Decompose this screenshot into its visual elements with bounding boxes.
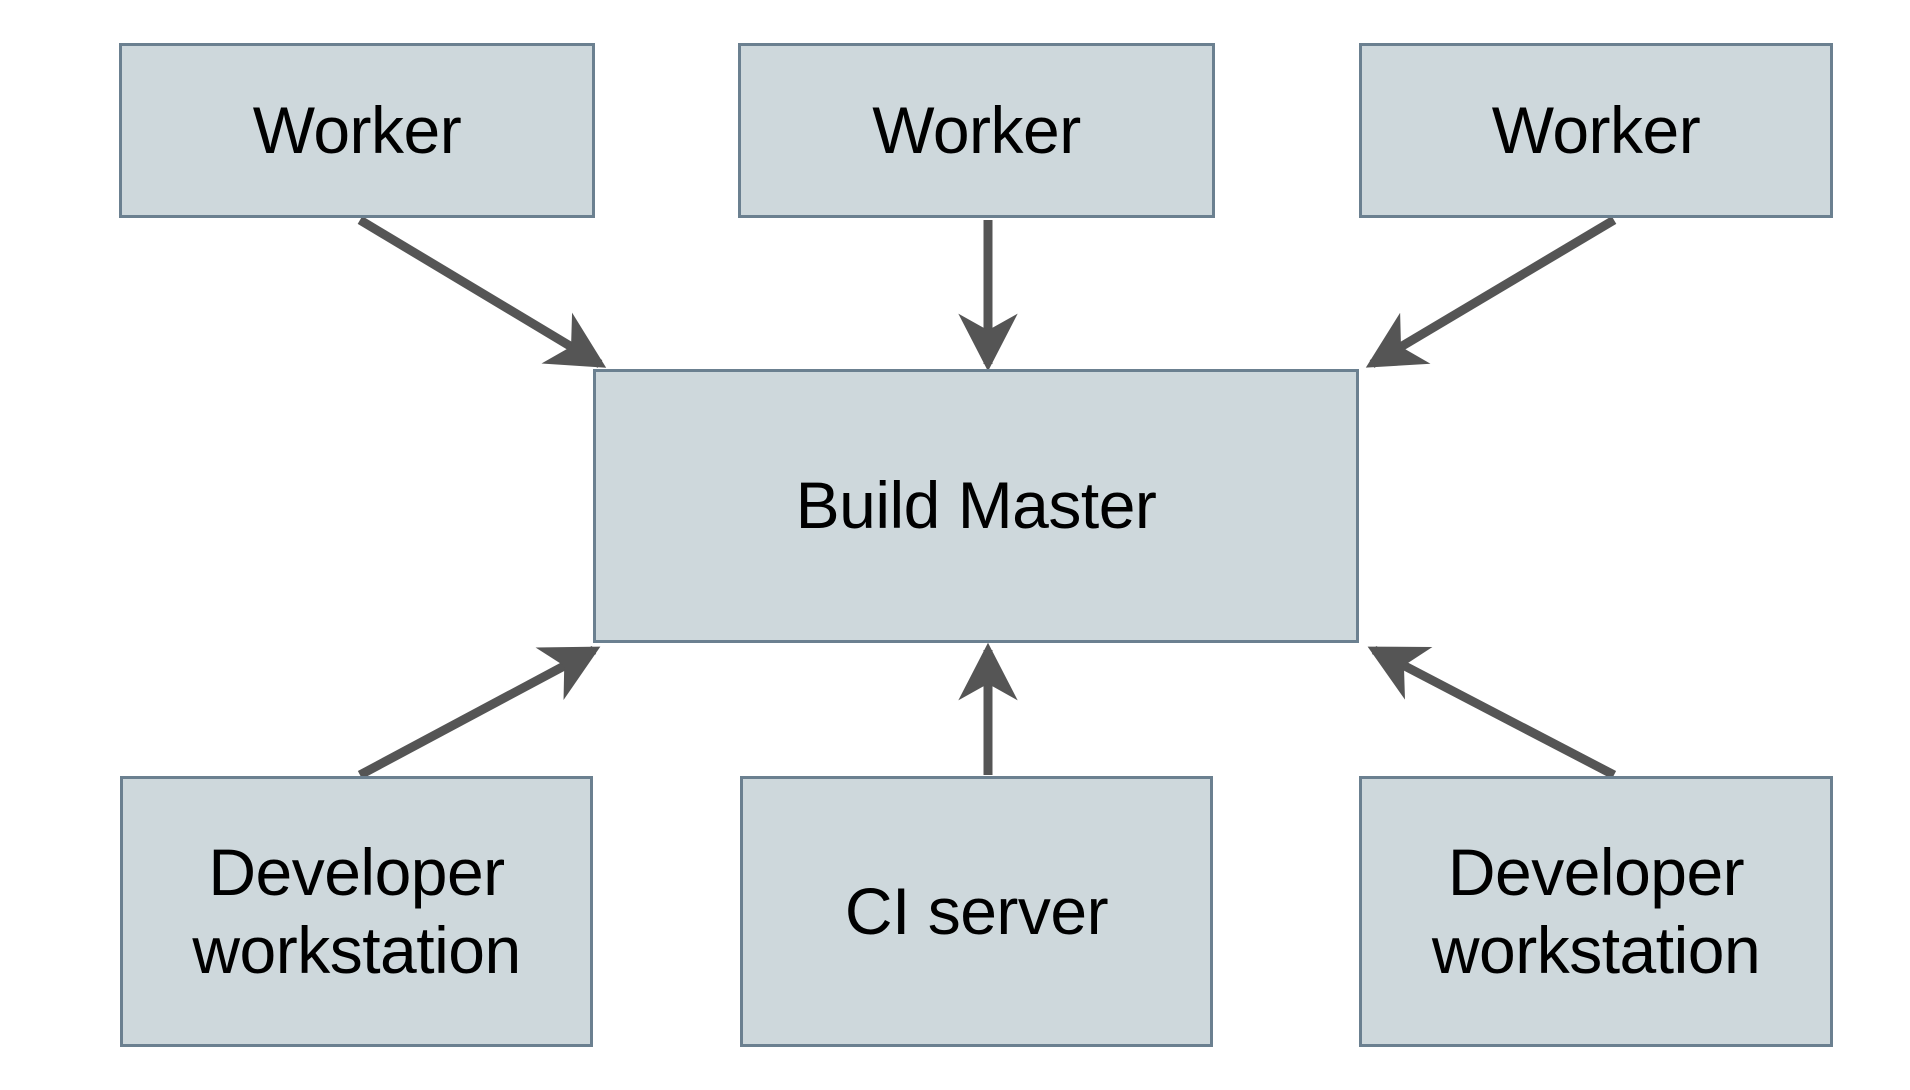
node-worker-1-label: Worker: [252, 92, 462, 167]
node-build-master[interactable]: Build Master: [593, 369, 1359, 643]
node-ci-server-label: CI server: [844, 873, 1109, 948]
node-developer-workstation-right-label: Developer workstation: [1431, 834, 1761, 987]
edge-devright-to-master: [1367, 646, 1617, 779]
edge-worker1-to-master: [357, 216, 607, 368]
edge-worker3-to-master: [1365, 216, 1617, 368]
node-build-master-label: Build Master: [795, 468, 1157, 543]
node-worker-2-label: Worker: [872, 92, 1081, 167]
node-worker-3[interactable]: Worker: [1359, 43, 1833, 218]
node-worker-2[interactable]: Worker: [738, 43, 1215, 218]
node-worker-1[interactable]: Worker: [119, 43, 595, 218]
node-developer-workstation-left[interactable]: Developer workstation: [120, 776, 593, 1047]
node-developer-workstation-right[interactable]: Developer workstation: [1359, 776, 1833, 1047]
node-developer-workstation-left-label: Developer workstation: [192, 834, 521, 987]
node-worker-3-label: Worker: [1491, 92, 1701, 167]
node-ci-server[interactable]: CI server: [740, 776, 1213, 1047]
edge-devleft-to-master: [357, 646, 601, 779]
